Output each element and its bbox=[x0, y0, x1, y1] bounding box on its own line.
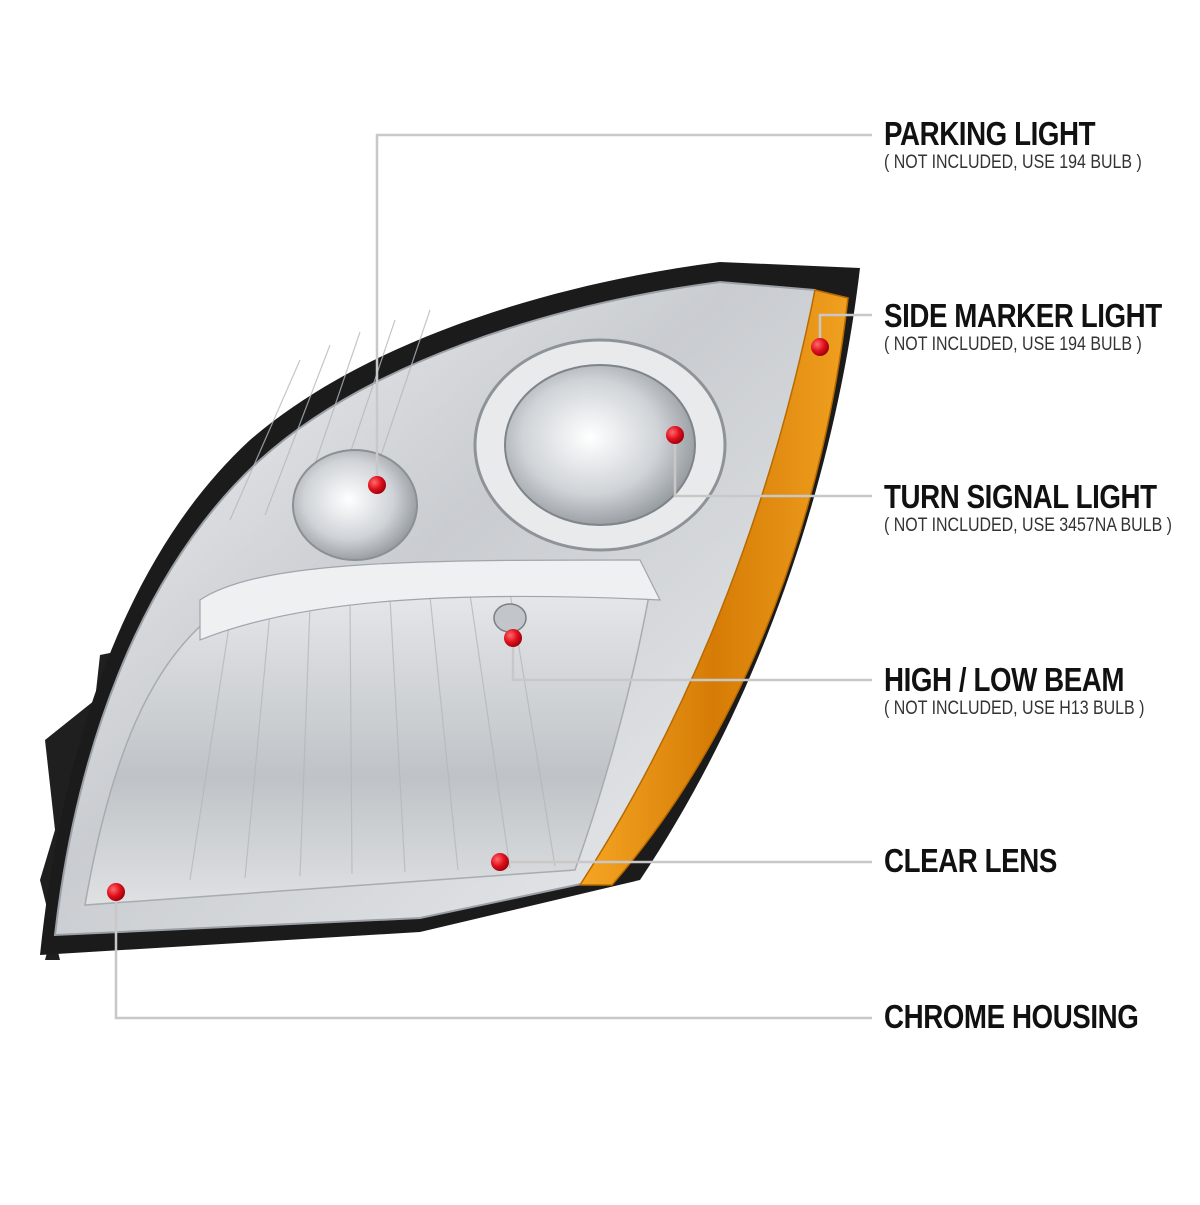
callout-chrome-housing: CHROME HOUSING bbox=[884, 999, 1187, 1035]
callout-side-marker-light: SIDE MARKER LIGHT ( NOT INCLUDED, USE 19… bbox=[884, 298, 1200, 356]
callout-clear-lens: CLEAR LENS bbox=[884, 843, 1090, 879]
callout-title: CHROME HOUSING bbox=[884, 998, 1139, 1035]
callout-title: TURN SIGNAL LIGHT bbox=[884, 478, 1157, 515]
leader-turn-signal bbox=[673, 435, 872, 498]
leader-side-marker bbox=[818, 313, 872, 347]
amber-reflector bbox=[578, 289, 849, 886]
callout-parking-light: PARKING LIGHT ( NOT INCLUDED, USE 194 BU… bbox=[884, 116, 1191, 174]
dot-parking-light bbox=[368, 476, 386, 494]
callout-title: CLEAR LENS bbox=[884, 842, 1057, 879]
callout-turn-signal-light: TURN SIGNAL LIGHT ( NOT INCLUDED, USE 34… bbox=[884, 479, 1200, 537]
reflector-ribs bbox=[189, 309, 556, 881]
marker-dots bbox=[107, 338, 829, 901]
dot-high-low-beam bbox=[504, 629, 522, 647]
beam-socket bbox=[493, 603, 527, 633]
callout-note: ( NOT INCLUDED, USE 3457NA BULB ) bbox=[884, 515, 1172, 536]
dot-turn-signal bbox=[666, 426, 684, 444]
leader-beam bbox=[511, 638, 872, 682]
callout-note: ( NOT INCLUDED, USE H13 BULB ) bbox=[884, 698, 1145, 719]
dot-chrome-housing bbox=[107, 883, 125, 901]
chrome-divider bbox=[199, 559, 661, 641]
callout-note: ( NOT INCLUDED, USE 194 BULB ) bbox=[884, 152, 1142, 173]
leader-lines bbox=[114, 133, 872, 1020]
callout-high-low-beam: HIGH / LOW BEAM ( NOT INCLUDED, USE H13 … bbox=[884, 662, 1194, 720]
callout-title: HIGH / LOW BEAM bbox=[884, 661, 1125, 698]
dot-side-marker bbox=[811, 338, 829, 356]
parking-reflector bbox=[292, 449, 418, 561]
dot-clear-lens bbox=[491, 853, 509, 871]
leader-housing bbox=[114, 892, 872, 1020]
callout-title: SIDE MARKER LIGHT bbox=[884, 297, 1162, 334]
projector-lens bbox=[504, 364, 696, 526]
callout-note: ( NOT INCLUDED, USE 194 BULB ) bbox=[884, 334, 1142, 355]
leader-parking bbox=[375, 133, 872, 485]
callout-title: PARKING LIGHT bbox=[884, 115, 1096, 152]
